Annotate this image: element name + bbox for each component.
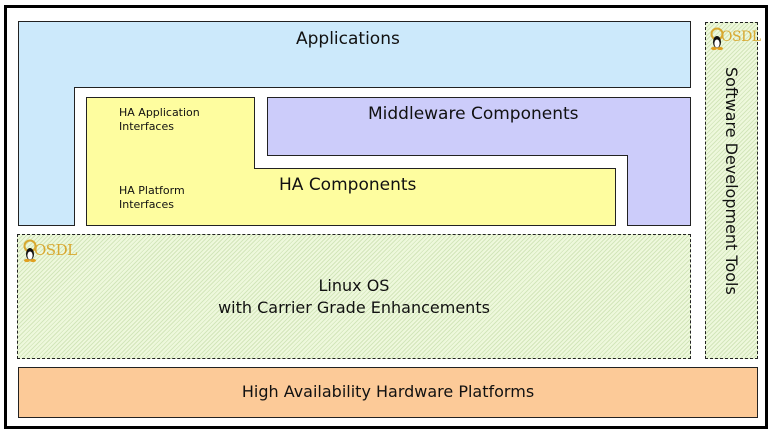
ha-platform-interfaces-label: HA Platform Interfaces [119,184,185,212]
ha-application-interfaces-line1: HA Application [119,106,200,119]
hardware-block: High Availability Hardware Platforms [18,367,758,418]
ha-application-interfaces-label: HA Application Interfaces [119,106,200,134]
middleware-label: Middleware Components [368,104,579,124]
dev-tools-block: OSDL Software Development Tools [705,22,761,359]
osdl-penguin-icon [23,239,37,263]
osdl-logo-devtools: OSDL [709,27,761,53]
linux-os-block: OSDL Linux OS with Carrier Grade Enhance… [17,234,691,359]
linux-os-label: Linux OS with Carrier Grade Enhancements [18,275,690,319]
ha-platform-interfaces-line1: HA Platform [119,184,185,197]
ha-application-interfaces-line2: Interfaces [119,120,174,133]
middleware-shape [267,97,691,226]
linux-os-label-line2: with Carrier Grade Enhancements [218,298,490,317]
applications-label: Applications [296,29,400,49]
osdl-penguin-icon [710,27,724,51]
hardware-label: High Availability Hardware Platforms [241,382,535,401]
ha-components-shape [86,97,616,226]
applications-shape [18,21,691,226]
osdl-logo-text: OSDL [721,29,761,45]
osdl-logo-text: OSDL [34,241,77,259]
osdl-logo: OSDL [22,239,77,265]
linux-os-label-line1: Linux OS [318,276,390,295]
dev-tools-label: Software Development Tools [722,67,741,295]
ha-components-label: HA Components [279,175,417,195]
ha-platform-interfaces-line2: Interfaces [119,198,174,211]
